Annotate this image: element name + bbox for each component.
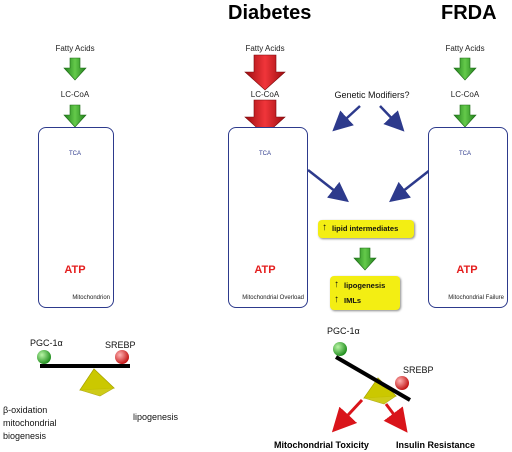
arrow-frda-mito-to-lipids <box>389 169 431 203</box>
lipogenesis-imls-box: ↑ lipogenesis ↑ IMLs <box>330 276 400 310</box>
fatty-acids-label-diabetes: Fatty Acids <box>245 44 285 53</box>
fatty-acids-label-frda: Fatty Acids <box>445 44 485 53</box>
atp-label-normal: ATP <box>64 264 86 276</box>
atp-label-frda: ATP <box>456 264 478 276</box>
mitochondrion-caption-diabetes: Mitochondrial Overload <box>242 295 304 301</box>
pgc-ball-right <box>333 342 347 356</box>
mitochondrion-box-normal <box>38 127 114 308</box>
tca-label-diabetes: TCA <box>259 151 271 157</box>
arrow-lccoa-to-mito-normal <box>63 104 87 128</box>
beta-oxidation-label: β-oxidation <box>3 405 48 415</box>
arrow-lccoa-to-mito-frda <box>453 104 477 128</box>
lipogenesis-note-left: lipogenesis <box>133 412 179 422</box>
arrow-diabetes-mito-to-lipids <box>307 169 349 203</box>
mitochondrion-box-frda <box>428 127 508 308</box>
up-arrow-icon: ↑ <box>334 294 339 305</box>
srebp-label-right: SREBP <box>403 365 434 375</box>
up-arrow-icon: ↑ <box>322 222 327 233</box>
insulin-resistance-label: Insulin Resistance <box>396 440 476 450</box>
mitochondrion-caption-normal: Mitochondrion <box>72 295 110 301</box>
lc-coa-label-frda: LC-CoA <box>450 90 480 99</box>
arrow-to-mito-toxicity <box>331 398 364 433</box>
mitochondrial-toxicity-label: Mitochondrial Toxicity <box>274 440 369 450</box>
atp-label-diabetes: ATP <box>254 264 276 276</box>
diabetes-header: Diabetes <box>228 2 312 24</box>
mitochondrion-box-diabetes <box>228 127 308 308</box>
imls-label: IMLs <box>344 296 362 305</box>
lc-coa-label-diabetes: LC-CoA <box>250 90 280 99</box>
tca-label-normal: TCA <box>69 151 81 157</box>
frda-header: FRDA <box>441 2 497 24</box>
lipid-intermediates-label: lipid intermediates <box>332 224 399 233</box>
biogenesis-label: biogenesis <box>3 431 47 441</box>
big-red-arrow-fa-diabetes <box>244 54 286 91</box>
srebp-ball-left <box>115 350 129 364</box>
balance-beam-right <box>334 355 412 402</box>
arrow-genetic-to-left <box>332 105 361 132</box>
srebp-label-left: SREBP <box>105 340 136 350</box>
genetic-modifiers-label: Genetic Modifiers? <box>334 90 410 100</box>
lipid-intermediates-box: ↑ lipid intermediates <box>318 220 414 238</box>
big-red-arrow-lccoa-diabetes <box>244 99 286 136</box>
up-arrow-icon: ↑ <box>334 279 339 290</box>
arrow-genetic-to-right <box>379 105 405 132</box>
arrow-fa-to-lccoa-normal <box>63 57 87 81</box>
pgc-ball-left <box>37 350 51 364</box>
fatty-acids-label-normal: Fatty Acids <box>55 44 95 53</box>
mitochondrial-label: mitochondrial <box>3 418 57 428</box>
pgc-label-left: PGC-1α <box>30 338 63 348</box>
mitochondrion-caption-frda: Mitochondrial Failure <box>448 295 504 301</box>
pgc-label-right: PGC-1α <box>327 326 360 336</box>
arrow-lipids-to-lipogenesis <box>353 247 377 271</box>
srebp-ball-right <box>395 376 409 390</box>
tca-label-frda: TCA <box>459 151 471 157</box>
arrow-fa-to-lccoa-frda <box>453 57 477 81</box>
lipogenesis-label: lipogenesis <box>344 281 386 290</box>
lc-coa-label-normal: LC-CoA <box>60 90 90 99</box>
arrow-to-insulin-resistance <box>383 403 408 433</box>
